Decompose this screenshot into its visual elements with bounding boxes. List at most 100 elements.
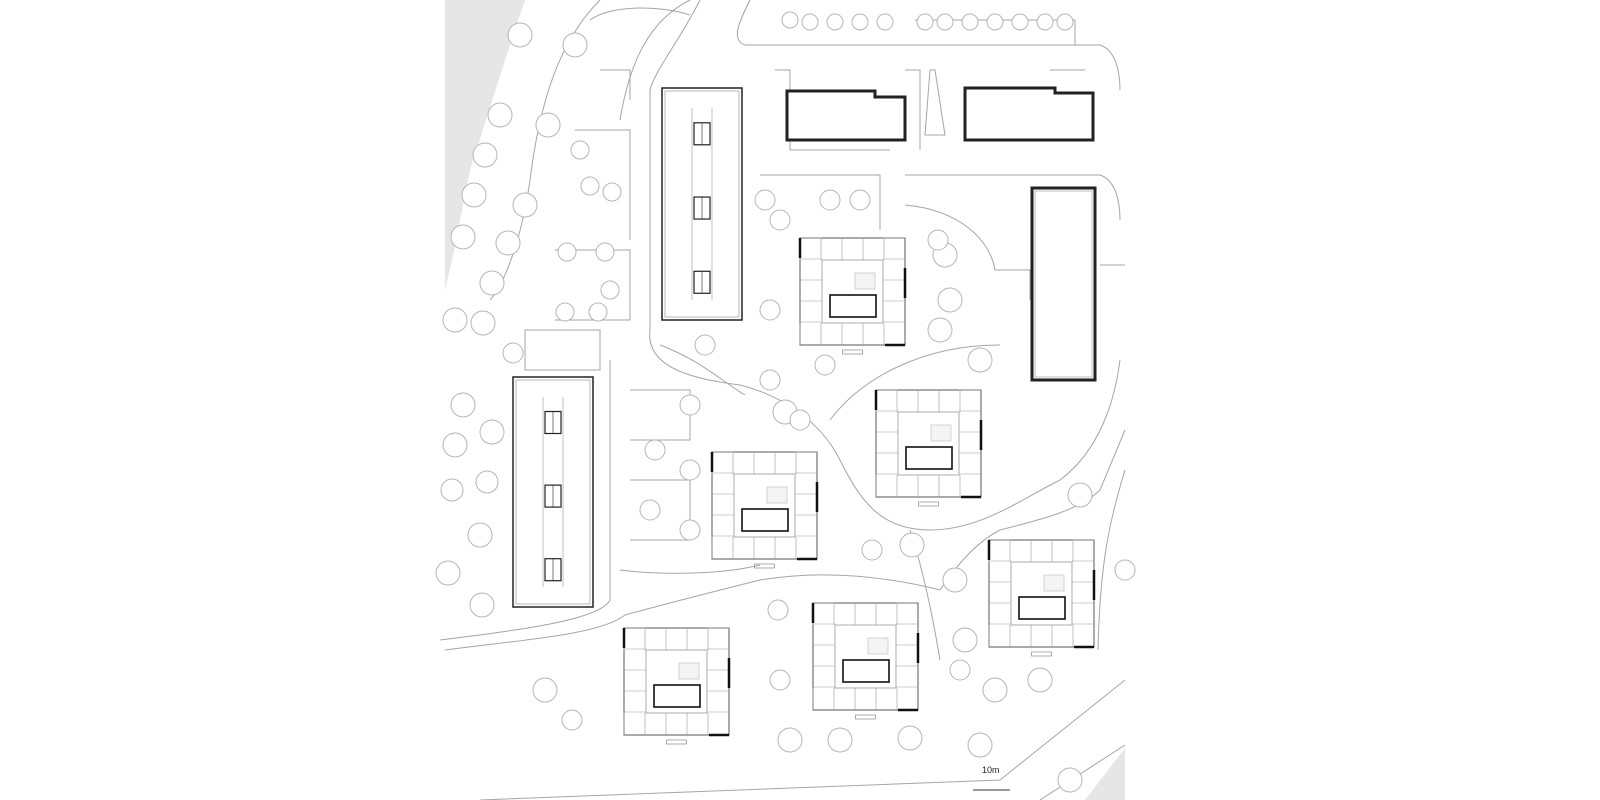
stair-core [741,508,789,532]
path-line [905,69,921,150]
courtyard [1010,561,1073,626]
tree-icon [961,13,979,31]
courtyard [733,473,796,538]
tree-icon [826,13,844,31]
path-line [619,0,691,121]
tree-icon [602,182,622,202]
path-line [659,344,746,396]
tree-icon [479,270,505,296]
tree-icon [435,560,461,586]
tree-icon [827,727,853,753]
tree-icon [851,13,869,31]
tree-icon [495,230,521,256]
courtyard [821,259,884,324]
tree-icon [639,499,661,521]
tree-icon [561,709,583,731]
tree-icon [1057,767,1083,793]
tree-icon [535,112,561,138]
patio [930,424,952,442]
tree-icon [754,189,776,211]
courtyard-building [874,389,983,507]
tree-icon [927,229,949,251]
bench [666,739,687,745]
building-outline [875,389,982,498]
large-building-right [1030,186,1097,382]
tree-icon [442,432,468,458]
tree-icon [1036,13,1054,31]
courtyard-building [622,627,731,745]
path-line [736,0,1121,91]
tree-icon [1027,667,1053,693]
tree-icon [942,567,968,593]
path-line [575,129,631,240]
tree-icon [679,519,701,541]
buildings [512,86,1097,745]
path-line [829,344,1001,421]
tree-icon [952,627,978,653]
tree-icon [936,13,954,31]
tree-icon [557,242,577,262]
building-outline [963,86,1095,142]
tree-icon [789,409,811,431]
stair-core [842,659,890,683]
patio [854,272,876,290]
path-line [619,564,761,574]
tree-icon [967,347,993,373]
tree-icon [461,182,487,208]
path-line [1097,469,1126,651]
path-line [904,204,1031,300]
tree-icon [467,522,493,548]
tree-icon [767,599,789,621]
path-line [589,7,691,21]
stair-core [653,684,701,708]
paved-corner-bottom-right [1085,748,1125,800]
path-line [649,0,1121,531]
tree-icon [507,22,533,48]
tree-icon [555,302,575,322]
tree-icon [899,532,925,558]
tree-icon [679,394,701,416]
tree-icon [450,392,476,418]
path-line [630,479,691,541]
tree-icon [502,342,524,364]
tree-icon [470,310,496,336]
tree-icon [986,13,1004,31]
patio [867,637,889,655]
tree-icon [759,299,781,321]
tree-icon [937,287,963,313]
path-line [630,389,691,441]
tree-icon [442,307,468,333]
top-building-left [785,89,907,142]
tree-icon [479,419,505,445]
patio [1043,574,1065,592]
tree-icon [644,439,666,461]
tree-icon [769,669,791,691]
building-inner-line [1034,190,1093,378]
path-line [600,69,631,100]
building-inner-line [515,379,591,605]
path-line [760,174,881,230]
bench [918,501,939,507]
tree-icon [1056,13,1074,31]
tree-icon [595,242,615,262]
tree-icon [759,369,781,391]
tree-icon [600,280,620,300]
building-outline [799,237,906,346]
tree-icon [814,354,836,376]
building-outline [711,451,818,560]
tree-icon [916,13,934,31]
tree-icon [967,732,993,758]
tree-icon [694,334,716,356]
courtyard-building [987,539,1096,657]
tree-icon [570,140,590,160]
tree-icon [475,470,499,494]
tree-icon [876,13,894,31]
courtyard [897,411,960,476]
courtyard-building [811,602,920,720]
building-inner-line [664,90,740,318]
scale-bar-label: 10m [982,765,1000,775]
courtyard-building [710,451,819,569]
top-building-right [963,86,1095,142]
bench [1031,651,1052,657]
